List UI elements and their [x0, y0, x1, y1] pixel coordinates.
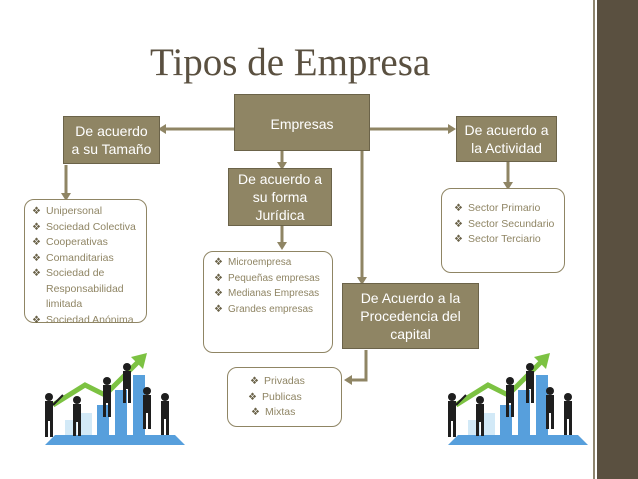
node-actividad-line1: De acuerdo a: [464, 122, 549, 138]
diamond-bullet-icon: ❖: [250, 376, 259, 387]
list-item: ❖Sector Secundario: [454, 217, 560, 233]
node-juridica-line2: su forma: [252, 189, 308, 205]
list-item: ❖Sociedad Colectiva: [32, 220, 142, 236]
arrowhead-juridica-list: [277, 242, 287, 250]
diamond-bullet-icon: ❖: [248, 391, 257, 403]
node-capital-line1: De Acuerdo a la: [360, 290, 461, 306]
list-item: ❖Sociedad Anónima: [32, 313, 142, 329]
list-item: ❖Publicas: [248, 390, 337, 406]
list-item: ❖Mixtas: [251, 405, 337, 421]
list-item: ❖Unipersonal: [32, 204, 142, 220]
list-item: ❖Grandes empresas: [214, 302, 328, 318]
diamond-bullet-icon: ❖: [454, 234, 463, 245]
diamond-bullet-icon: ❖: [32, 206, 41, 217]
diamond-bullet-icon: ❖: [32, 237, 41, 248]
node-tamano-line2: a su Tamaño: [71, 141, 152, 157]
list-item: ❖Cooperativas: [32, 235, 142, 251]
right-band-line: [593, 0, 595, 479]
node-empresas: Empresas: [234, 94, 370, 151]
node-capital-line3: capital: [390, 326, 431, 342]
diamond-bullet-icon: ❖: [454, 218, 463, 230]
list-juridica: ❖Microempresa ❖Pequeñas empresas ❖Median…: [203, 251, 333, 353]
list-item: ❖Pequeñas empresas: [214, 271, 328, 287]
list-item: ❖Sector Primario: [454, 201, 560, 217]
node-actividad: De acuerdo a la Actividad: [456, 116, 557, 162]
node-capital-line2: Procedencia del: [360, 308, 461, 324]
node-tamano: De acuerdo a su Tamaño: [63, 116, 160, 164]
node-juridica-line1: De acuerdo a: [237, 171, 323, 187]
diamond-bullet-icon: ❖: [214, 303, 223, 315]
arrowhead-actividad: [448, 124, 456, 134]
list-item: ❖Privadas: [250, 374, 337, 390]
diamond-bullet-icon: ❖: [32, 268, 41, 279]
diamond-bullet-icon: ❖: [32, 252, 41, 264]
node-capital: De Acuerdo a la Procedencia del capital: [342, 283, 479, 349]
connector-capital-list: [348, 350, 368, 382]
node-juridica: De acuerdo a su forma Jurídica: [228, 168, 332, 226]
list-tamano: ❖Unipersonal ❖Sociedad Colectiva ❖Cooper…: [24, 199, 147, 326]
diamond-bullet-icon: ❖: [251, 407, 260, 418]
list-capital: ❖Privadas ❖Publicas ❖Mixtas: [227, 367, 342, 427]
node-actividad-line2: la Actividad: [471, 140, 542, 156]
node-empresas-label: Empresas: [270, 116, 334, 132]
diamond-bullet-icon: ❖: [214, 288, 223, 299]
list-actividad: ❖Sector Primario ❖Sector Secundario ❖Sec…: [441, 188, 565, 273]
list-item: ❖Sector Terciario: [454, 232, 560, 248]
slide-title: Tipos de Empresa: [150, 41, 431, 84]
node-tamano-line1: De acuerdo: [75, 123, 148, 139]
diamond-bullet-icon: ❖: [214, 272, 223, 284]
business-people-growth-chart-icon: [448, 353, 588, 445]
diamond-bullet-icon: ❖: [32, 221, 41, 233]
right-decorative-band: [597, 0, 638, 479]
diamond-bullet-icon: ❖: [32, 314, 41, 326]
node-juridica-line3: Jurídica: [255, 207, 305, 223]
arrowhead-capital-list: [344, 375, 352, 385]
diamond-bullet-icon: ❖: [214, 257, 223, 268]
list-item: ❖Sociedad de Responsabilidad limitada: [32, 267, 124, 310]
diamond-bullet-icon: ❖: [454, 203, 463, 214]
list-item: ❖Medianas Empresas: [214, 286, 328, 302]
list-item: ❖Microempresa: [214, 255, 328, 271]
business-people-growth-chart-icon: [45, 353, 185, 445]
list-item: ❖Comanditarias: [32, 251, 142, 267]
